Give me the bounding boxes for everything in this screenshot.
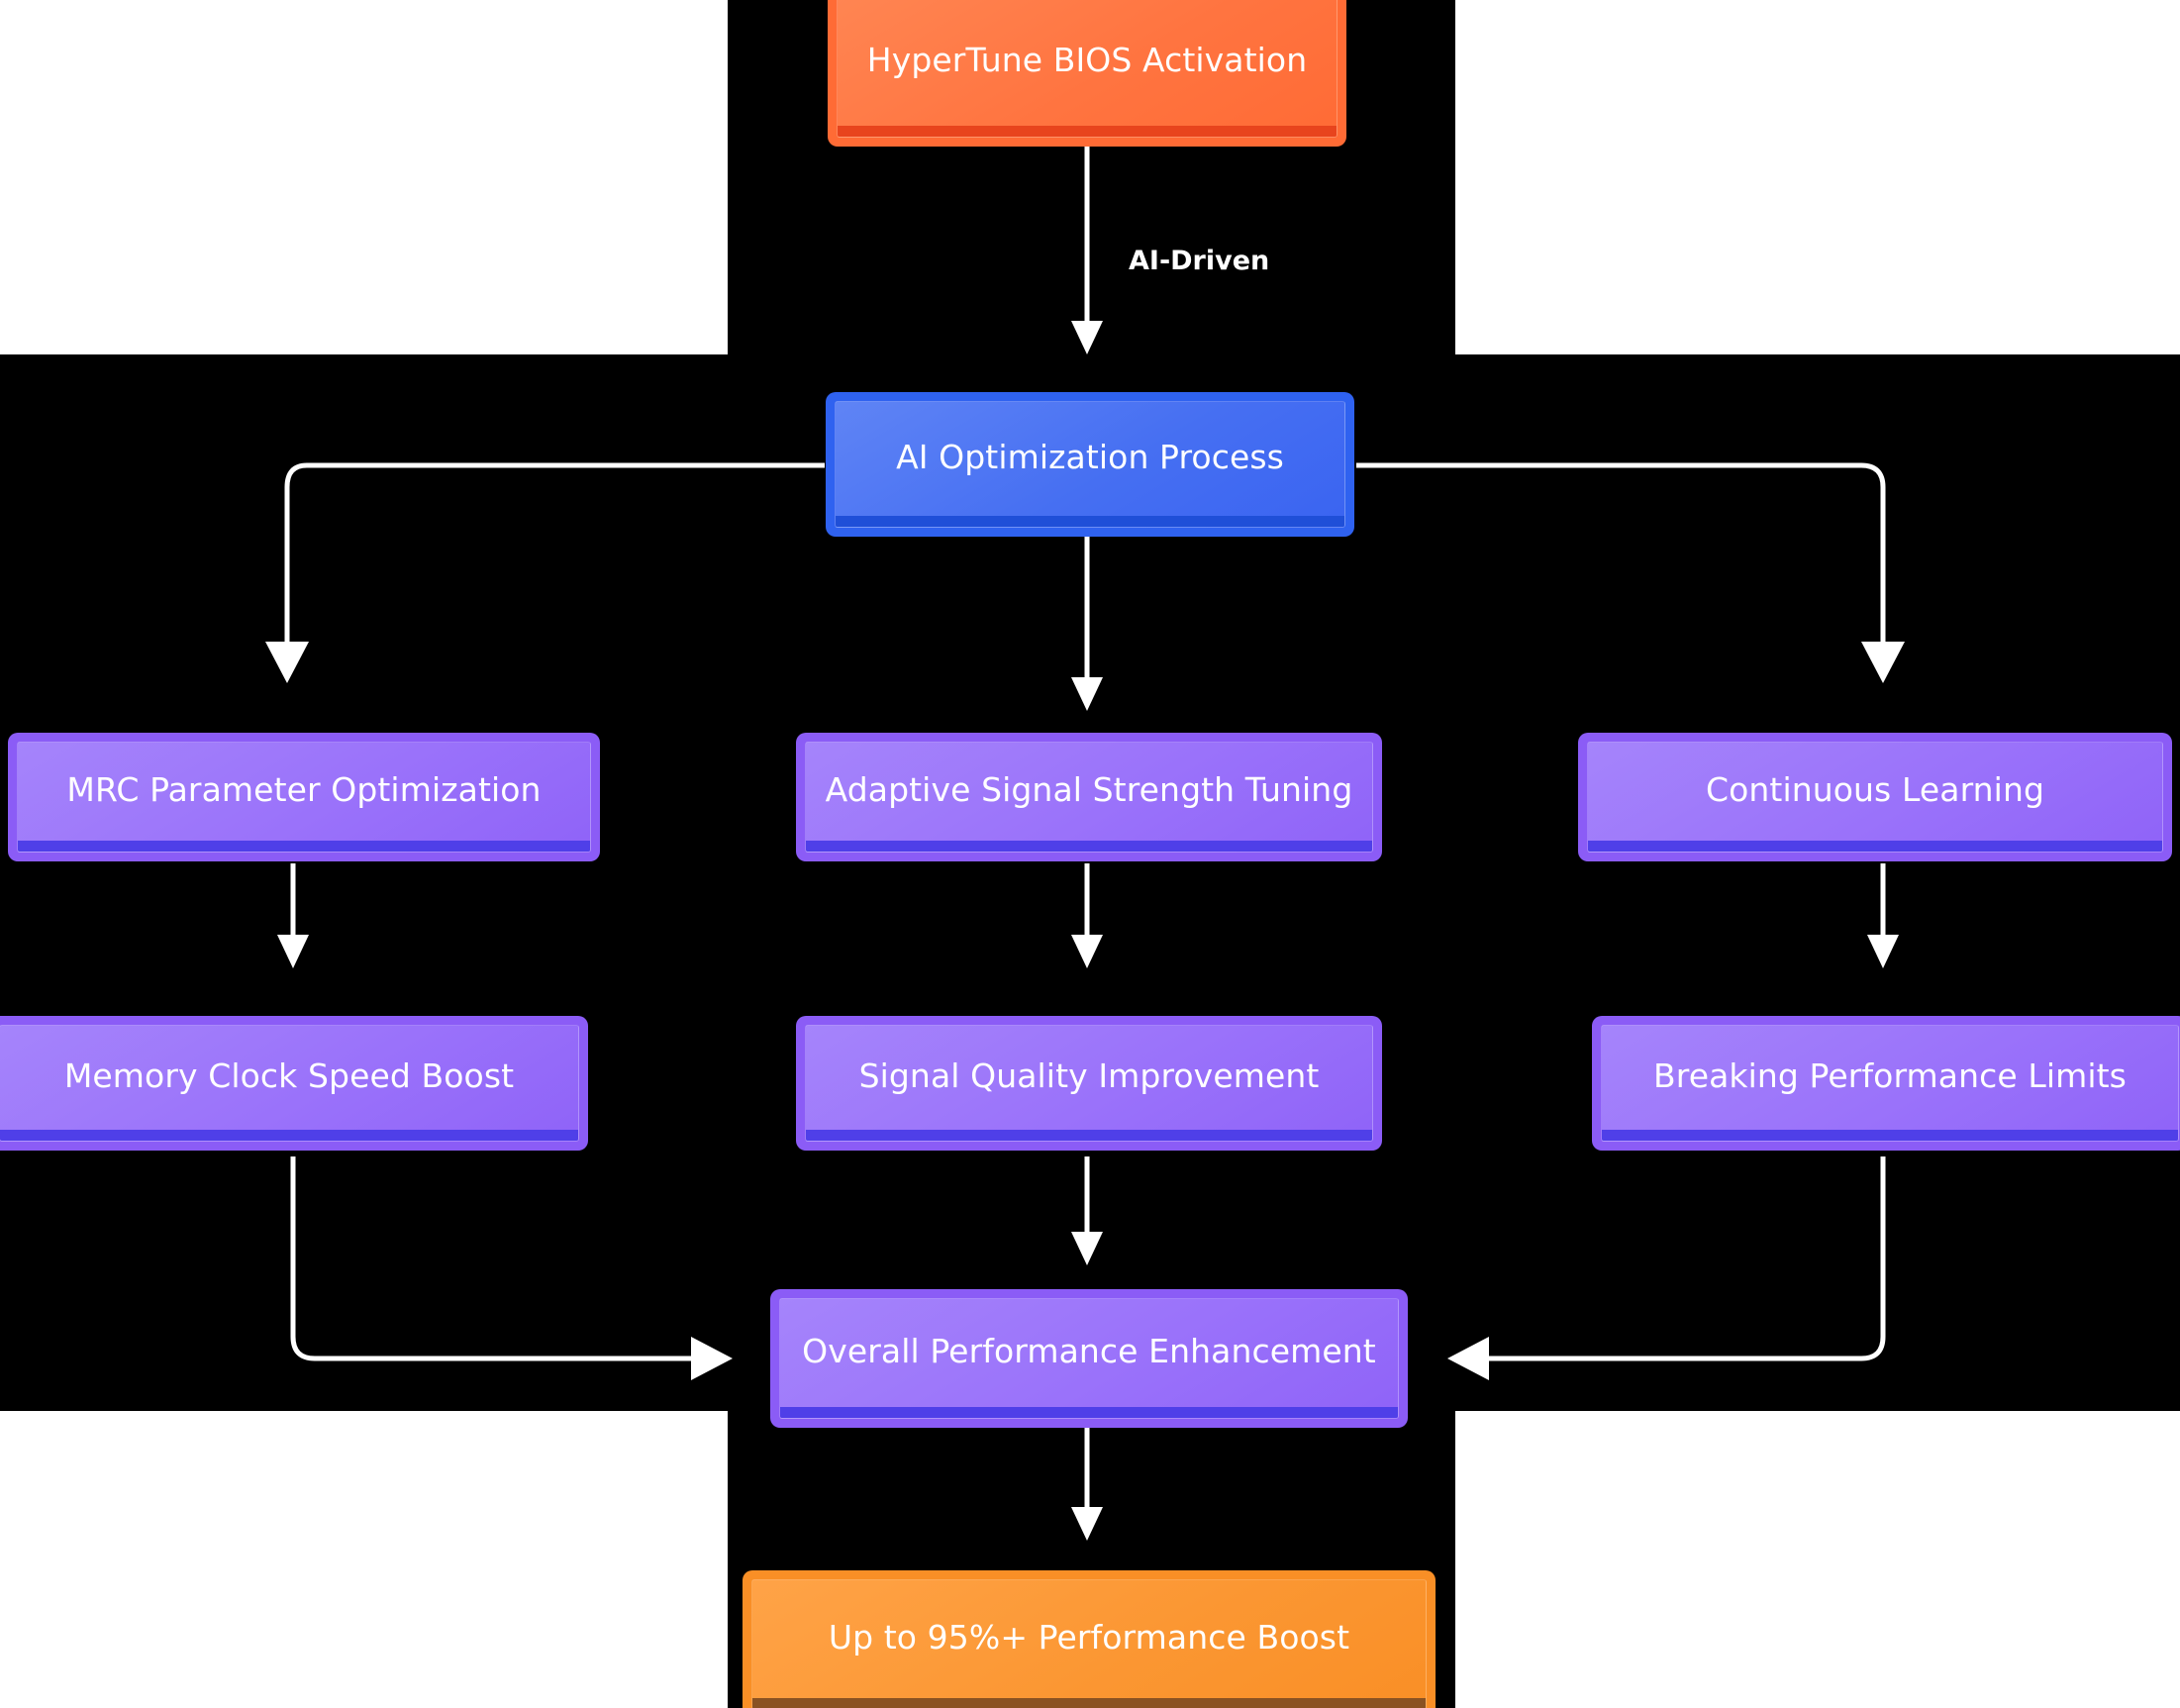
node-inner: Adaptive Signal Strength Tuning <box>805 742 1373 853</box>
node-accent-bar <box>1588 841 2162 852</box>
node-accent-bar <box>18 841 590 852</box>
node-accent-bar <box>838 126 1337 137</box>
node-label: Adaptive Signal Strength Tuning <box>825 770 1353 810</box>
node-inner: AI Optimization Process <box>835 401 1345 528</box>
node-accent-bar <box>1602 1130 2178 1141</box>
node-signal-quality-improvement[interactable]: Signal Quality Improvement <box>796 1016 1382 1151</box>
node-accent-bar <box>806 841 1372 852</box>
node-continuous-learning[interactable]: Continuous Learning <box>1578 733 2172 861</box>
node-label: Overall Performance Enhancement <box>802 1332 1376 1371</box>
node-inner: Up to 95%+ Performance Boost <box>751 1579 1427 1708</box>
edge-label-ai-driven: AI-Driven <box>1129 246 1270 276</box>
node-accent-bar <box>0 1130 578 1141</box>
node-inner: Signal Quality Improvement <box>805 1025 1373 1142</box>
node-accent-bar <box>806 1130 1372 1141</box>
node-inner: Overall Performance Enhancement <box>779 1298 1399 1419</box>
node-hypertune-bios-activation[interactable]: HyperTune BIOS Activation <box>828 0 1346 147</box>
node-inner: MRC Parameter Optimization <box>17 742 591 853</box>
node-label: Breaking Performance Limits <box>1653 1056 2127 1096</box>
node-accent-bar <box>752 1698 1426 1708</box>
node-label: Up to 95%+ Performance Boost <box>828 1618 1350 1658</box>
node-ai-optimization-process[interactable]: AI Optimization Process <box>826 392 1354 537</box>
node-mrc-parameter-optimization[interactable]: MRC Parameter Optimization <box>8 733 600 861</box>
node-label: Signal Quality Improvement <box>858 1056 1320 1096</box>
node-label: AI Optimization Process <box>896 438 1284 477</box>
node-inner: Continuous Learning <box>1587 742 2163 853</box>
node-label: MRC Parameter Optimization <box>66 770 542 810</box>
node-breaking-performance-limits[interactable]: Breaking Performance Limits <box>1592 1016 2180 1151</box>
node-label: HyperTune BIOS Activation <box>866 41 1308 80</box>
node-label: Memory Clock Speed Boost <box>63 1056 515 1096</box>
node-accent-bar <box>780 1407 1398 1418</box>
node-performance-boost-result[interactable]: Up to 95%+ Performance Boost <box>743 1570 1436 1708</box>
node-memory-clock-speed-boost[interactable]: Memory Clock Speed Boost <box>0 1016 588 1151</box>
node-accent-bar <box>836 516 1344 527</box>
node-inner: Breaking Performance Limits <box>1601 1025 2179 1142</box>
node-overall-performance-enhancement[interactable]: Overall Performance Enhancement <box>770 1289 1408 1428</box>
node-inner: HyperTune BIOS Activation <box>837 0 1338 138</box>
node-adaptive-signal-strength-tuning[interactable]: Adaptive Signal Strength Tuning <box>796 733 1382 861</box>
node-label: Continuous Learning <box>1705 770 2045 810</box>
node-inner: Memory Clock Speed Boost <box>0 1025 579 1142</box>
